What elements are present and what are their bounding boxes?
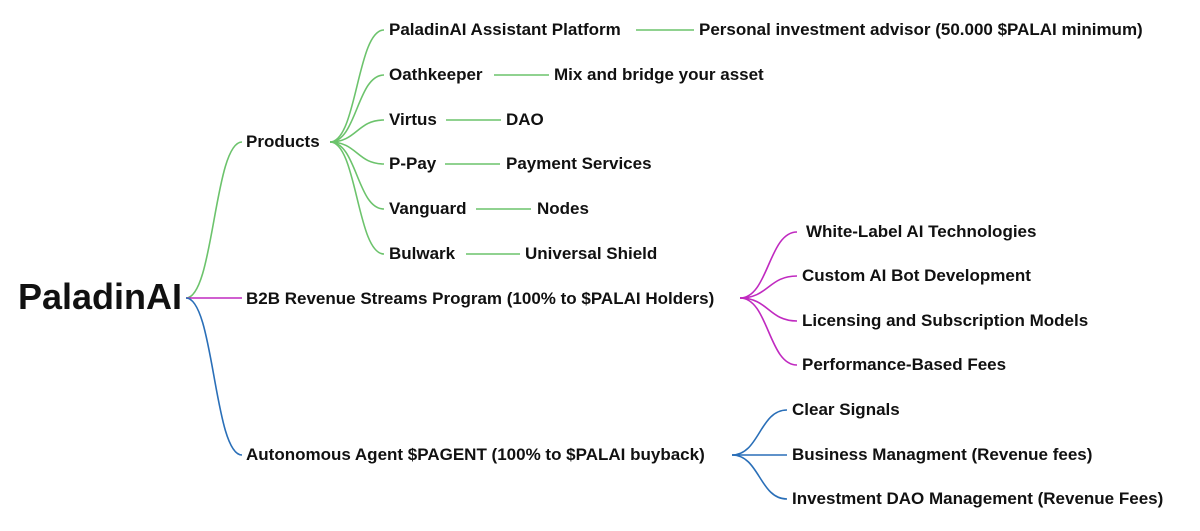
product-assistant-platform-detail: Personal investment advisor (50.000 $PAL… bbox=[699, 20, 1143, 39]
agent-business-management: Business Managment (Revenue fees) bbox=[792, 445, 1093, 464]
product-oathkeeper-detail: Mix and bridge your asset bbox=[554, 65, 764, 84]
agent-investment-dao: Investment DAO Management (Revenue Fees) bbox=[792, 489, 1164, 508]
connector-products-child-5 bbox=[329, 141, 385, 255]
agent-clear-signals: Clear Signals bbox=[792, 400, 900, 419]
product-virtus: Virtus bbox=[389, 110, 437, 129]
product-p-pay-detail: Payment Services bbox=[506, 154, 652, 173]
product-vanguard-detail: Nodes bbox=[537, 199, 589, 218]
product-bulwark: Bulwark bbox=[389, 244, 456, 263]
connector-b2b-child-0 bbox=[739, 231, 798, 299]
branch-products: Products bbox=[246, 132, 320, 151]
branch-b2b-revenue: B2B Revenue Streams Program (100% to $PA… bbox=[246, 289, 715, 308]
connector-products-child-3 bbox=[329, 141, 385, 165]
product-virtus-detail: DAO bbox=[506, 110, 544, 129]
root-node: PaladinAI bbox=[18, 276, 183, 317]
connector-agent-child-0 bbox=[731, 409, 788, 456]
product-p-pay: P-Pay bbox=[389, 154, 437, 173]
product-assistant-platform: PaladinAI Assistant Platform bbox=[389, 20, 621, 39]
b2b-white-label: White-Label AI Technologies bbox=[806, 222, 1037, 241]
b2b-custom-bot: Custom AI Bot Development bbox=[802, 266, 1031, 285]
product-vanguard: Vanguard bbox=[389, 199, 467, 218]
connector-b2b-child-2 bbox=[739, 297, 798, 322]
connector-agent-child-2 bbox=[731, 454, 788, 500]
branch-autonomous-agent: Autonomous Agent $PAGENT (100% to $PALAI… bbox=[246, 445, 705, 464]
b2b-performance-fees: Performance-Based Fees bbox=[802, 355, 1007, 374]
connector-b2b-child-1 bbox=[739, 275, 798, 299]
connector-products-child-1 bbox=[329, 74, 385, 143]
connector-products-child-4 bbox=[329, 141, 385, 210]
connector-products-child-2 bbox=[329, 119, 385, 143]
b2b-licensing: Licensing and Subscription Models bbox=[802, 311, 1089, 330]
connector-products-child-0 bbox=[329, 29, 385, 143]
connector-root-products bbox=[185, 141, 243, 299]
product-oathkeeper: Oathkeeper bbox=[389, 65, 483, 84]
connector-b2b-child-3 bbox=[739, 297, 798, 366]
product-bulwark-detail: Universal Shield bbox=[525, 244, 658, 263]
connector-root-agent bbox=[185, 297, 243, 456]
